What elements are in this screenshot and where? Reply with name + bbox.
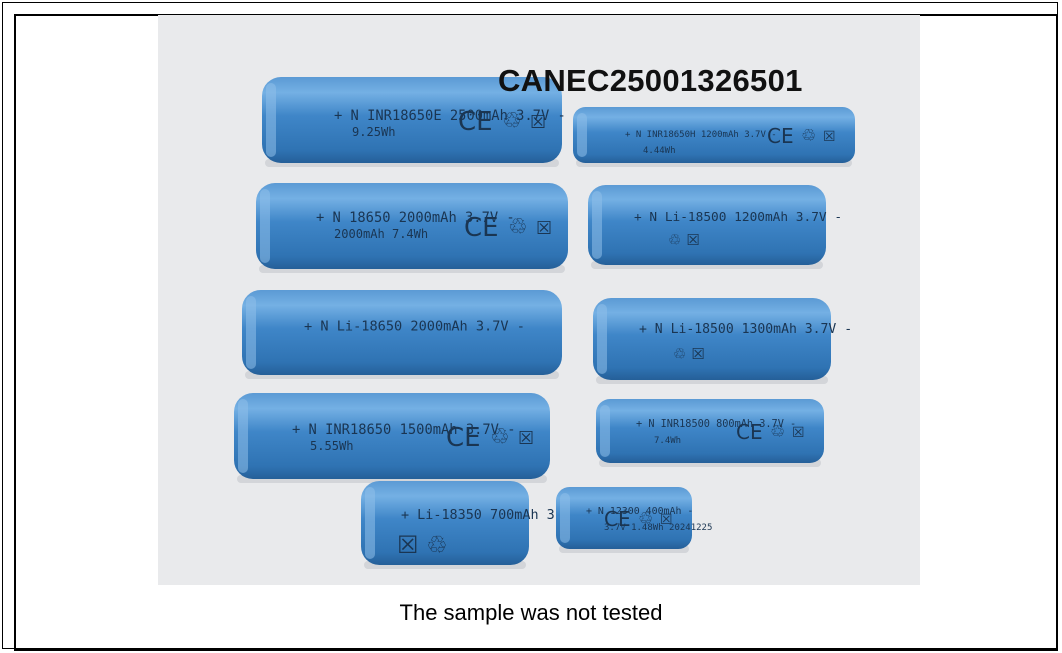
recycle-icon: ♲ — [490, 425, 510, 450]
battery-body — [242, 290, 562, 375]
battery-cell: + N Li-18500 1200mAh 3.7V - ♲ ☒ — [588, 185, 842, 269]
battery-body — [573, 107, 855, 163]
battery-print-line: + N 12300 400mAh - — [586, 506, 693, 517]
battery-print-line-2: 4.44Wh — [643, 146, 676, 156]
weee-bin-icon: ☒ — [536, 218, 552, 239]
battery-print-line: + N 18650 2000mAh 3.7V - — [316, 210, 515, 226]
recycle-icon: ♲ — [508, 215, 528, 240]
battery-print-line: + Li-18350 700mAh 3.7V - — [401, 508, 595, 523]
weee-bin-icon: ☒ — [518, 428, 534, 449]
battery-end-cap — [592, 191, 602, 259]
battery-end-cap — [560, 493, 570, 543]
battery-body — [256, 183, 568, 269]
battery-cell: + N Li-18650 2000mAh 3.7V - — [242, 290, 562, 379]
battery-end-cap — [597, 304, 607, 374]
battery-cell: + N INR18650H 1200mAh 3.7V - 4.44Wh CE ♲ ☒ — [573, 107, 855, 167]
battery-print-line: + N INR18650E 2500mAh 3.7V - — [334, 108, 566, 124]
battery-body — [596, 399, 824, 463]
battery-print-line: + N INR18650 1500mAh 3.7V - — [292, 422, 516, 438]
battery-print-line-2: 2000mAh 7.4Wh — [334, 227, 428, 241]
battery-print-line: + N INR18500 800mAh 3.7V - — [636, 418, 796, 430]
battery-print-line: + N INR18650H 1200mAh 3.7V - — [625, 130, 777, 140]
battery-end-cap — [600, 405, 610, 457]
recycle-icon: ♲ ☒ — [673, 345, 705, 363]
battery-body — [361, 481, 529, 565]
battery-cell: + N 12300 400mAh - 3.7V 1.48Wh 20241225CE… — [556, 487, 712, 553]
ce-mark-icon: CE — [736, 420, 763, 444]
battery-end-cap — [246, 296, 256, 369]
recycle-icon: ♲ ☒ — [668, 231, 700, 249]
weee-bin-icon: ☒ — [530, 112, 546, 133]
weee-bin-icon: ☒ — [792, 425, 805, 441]
recycle-icon: ♲ — [502, 109, 522, 134]
ce-mark-icon: CE — [446, 423, 481, 453]
weee-bin-icon: ☒ — [660, 512, 673, 528]
battery-body — [556, 487, 692, 549]
battery-body — [593, 298, 831, 380]
ce-mark-icon: CE — [767, 124, 794, 148]
battery-print-line-2: 7.4Wh — [654, 436, 681, 446]
battery-print-line: + N Li-18500 1300mAh 3.7V - — [639, 322, 852, 337]
recycle-icon: ☒ ♲ — [397, 531, 448, 559]
battery-cell: + N 18650 2000mAh 3.7V -2000mAh 7.4Wh CE ♲… — [256, 183, 568, 273]
recycle-icon: ♲ — [770, 422, 785, 442]
battery-cell: + N INR18650 1500mAh 3.7V -5.55Wh CE ♲ ☒ — [234, 393, 550, 483]
sample-status-caption: The sample was not tested — [399, 600, 663, 625]
battery-end-cap — [238, 399, 248, 473]
battery-print-line: + N Li-18650 2000mAh 3.7V - — [304, 319, 525, 335]
battery-print-line-2: 3.7V 1.48Wh 20241225 — [604, 523, 712, 533]
battery-print-line-2: 9.25Wh — [352, 125, 395, 139]
recycle-icon: ♲ — [638, 509, 653, 529]
battery-end-cap — [365, 487, 375, 559]
battery-end-cap — [577, 113, 587, 157]
battery-body — [234, 393, 550, 479]
battery-cell: + N INR18650E 2500mAh 3.7V -9.25Wh CE ♲ ☒ — [262, 77, 566, 167]
battery-cell: + Li-18350 700mAh 3.7V - ☒ ♲ — [361, 481, 595, 569]
battery-end-cap — [260, 189, 270, 263]
weee-bin-icon: ☒ — [823, 129, 836, 145]
battery-print-line-2: 5.55Wh — [310, 439, 353, 453]
battery-body — [262, 77, 562, 163]
battery-cell: + N INR18500 800mAh 3.7V - 7.4Wh CE ♲ ☒ — [596, 399, 824, 467]
ce-mark-icon: CE — [604, 507, 631, 531]
battery-body — [588, 185, 826, 265]
battery-cell: + N Li-18500 1300mAh 3.7V - ♲ ☒ — [593, 298, 852, 384]
ce-mark-icon: CE — [464, 213, 499, 243]
battery-end-cap — [266, 83, 276, 157]
battery-print-line: + N Li-18500 1200mAh 3.7V - — [634, 210, 842, 225]
ce-mark-icon: CE — [458, 107, 493, 137]
report-number: CANEC25001326501 — [498, 63, 803, 98]
recycle-icon: ♲ — [801, 126, 816, 146]
